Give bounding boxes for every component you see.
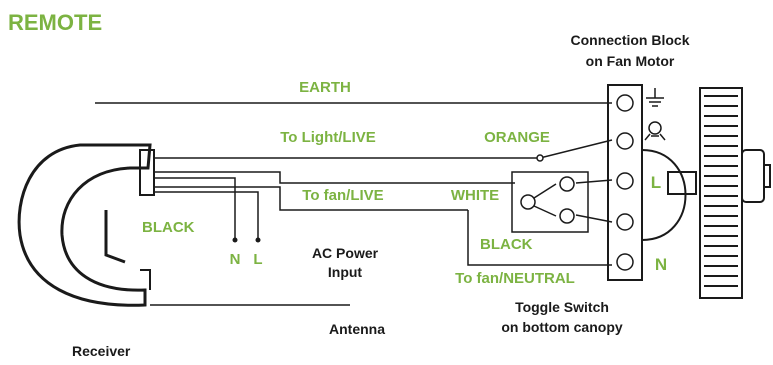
orange-junction	[536, 154, 544, 162]
fan-neutral-wire	[467, 210, 612, 266]
receiver	[17, 143, 155, 307]
black-right-label: BLACK	[480, 236, 533, 253]
toggle-switch-label-1: Toggle Switch	[515, 299, 609, 315]
fan-live-wire	[155, 171, 515, 184]
earth-symbol-icon	[646, 88, 664, 107]
black-left-label: BLACK	[142, 219, 195, 236]
l-input-label: L	[253, 251, 262, 268]
white-label: WHITE	[451, 187, 499, 204]
l-terminal-dot	[255, 237, 261, 243]
title: REMOTE	[8, 10, 102, 35]
fan-live-lower	[155, 186, 468, 211]
fan-fins	[704, 95, 738, 287]
light-bulb-icon	[644, 121, 666, 141]
antenna-label: Antenna	[329, 321, 385, 337]
ac-l-wire	[155, 191, 259, 238]
to-fan-neutral-label: To fan/NEUTRAL	[455, 270, 575, 287]
to-fan-live-label: To fan/LIVE	[302, 187, 383, 204]
toggle-switch	[511, 171, 589, 233]
connection-block-label-1: Connection Block	[570, 32, 689, 48]
orange-label: ORANGE	[484, 129, 550, 146]
earth-label: EARTH	[299, 79, 351, 96]
terminal-l-label: L	[651, 173, 661, 192]
wires	[95, 102, 613, 306]
to-light-live-label: To Light/LIVE	[280, 129, 376, 146]
connection-block	[607, 84, 643, 281]
ac-power-label-1: AC Power	[312, 245, 379, 261]
ac-n-wire	[155, 177, 236, 238]
terminal-n-label: N	[655, 255, 667, 274]
ac-power-label-2: Input	[328, 264, 363, 280]
n-terminal-dot	[232, 237, 238, 243]
connection-block-label-2: on Fan Motor	[586, 53, 675, 69]
n-input-label: N	[230, 251, 241, 268]
toggle-switch-label-2: on bottom canopy	[501, 319, 623, 335]
receiver-label: Receiver	[72, 343, 131, 359]
fan-motor	[641, 87, 771, 299]
